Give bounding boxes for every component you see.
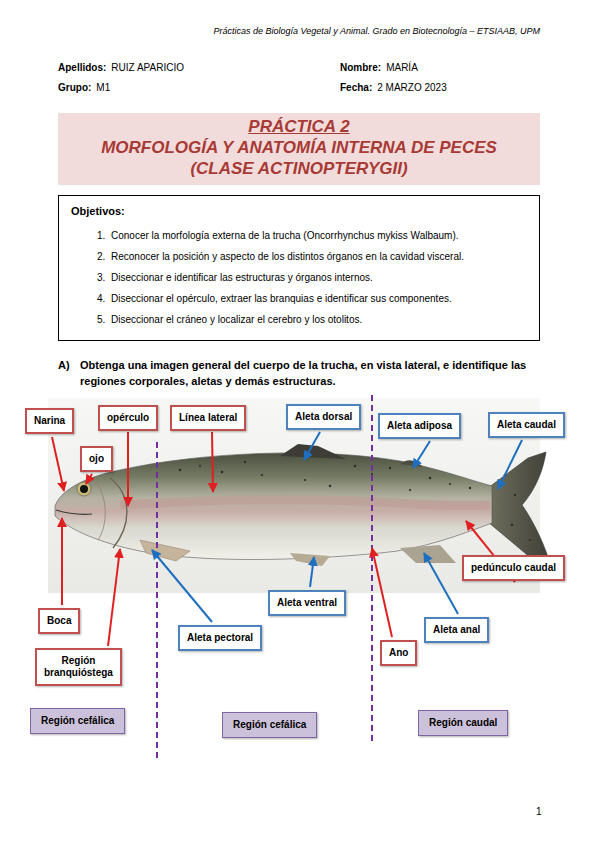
box-heading: Objetivos: [71,204,527,219]
callout-box: Región branquióstega [35,648,122,686]
section-letter: A) [58,357,70,373]
list-item: Diseccionar e identificar las estructura… [111,267,373,288]
field-value: MARÍA [386,62,418,73]
field-name: Nombre: [340,62,381,73]
callout-label: Narina [34,415,65,427]
list-row: 3.Diseccionar e identificar las estructu… [71,267,527,288]
field-value: RUIZ APARICIO [111,62,184,73]
list-number: 5. [97,309,111,330]
list-number: 2. [97,246,111,267]
leader-arrow [152,432,522,622]
callout-label: Aleta pectoral [187,632,253,644]
list-item: Reconocer la posición y aspecto de los d… [111,246,464,267]
region-divider [157,395,372,760]
list-number: 4. [97,288,111,309]
region-box: Región caudal [418,710,508,736]
callout-box: Boca [38,608,80,634]
field-name: Apellidos: [58,62,106,73]
instruction-text: Obtenga una imagen general del cuerpo de… [80,357,538,389]
callout-label: Aleta anal [433,624,480,636]
callout-label: Región cefálica [41,715,114,727]
region-box: Región cefálica [222,712,317,738]
leader-arrow [52,432,515,646]
list-row: 5.Diseccionar el cráneo y localizar el c… [71,309,527,330]
callout-label: opérculo [107,412,149,424]
callout-label: Boca [47,615,71,627]
callout-box: pedúnculo caudal [462,555,565,581]
title-band: PRÁCTICA 2MORFOLOGÍA Y ANATOMÍA INTERNA … [58,113,540,185]
callout-box: Línea lateral [170,405,246,431]
list-number: 3. [97,267,111,288]
field-value: 2 MARZO 2023 [377,82,446,93]
callout-label: pedúnculo caudal [471,562,556,574]
callout-box: ojo [80,446,113,472]
trout-body [55,444,549,566]
callout-box: Ano [380,640,417,666]
page-number: 1 [536,806,542,817]
list-item: Diseccionar el opérculo, extraer las bra… [111,288,452,309]
running-header: Prácticas de Biología Vegetal y Animal. … [213,26,540,36]
callout-box: Aleta caudal [488,412,565,438]
region-box: Región cefálica [30,708,125,734]
callout-label: ojo [89,453,104,465]
field-name: Fecha: [340,82,372,93]
list-item: Diseccionar el cráneo y localizar el cer… [111,309,362,330]
callout-box: Aleta anal [424,617,489,643]
callout-label: Ano [389,647,408,659]
title-text: MORFOLOGÍA Y ANATOMÍA INTERNA DE PECES (… [77,137,522,179]
callout-box: opérculo [98,405,158,431]
callout-label: Aleta dorsal [295,411,352,423]
callout-label: Región caudal [429,717,497,729]
callout-label: Línea lateral [179,412,237,424]
list-number: 1. [97,225,111,246]
title-text: PRÁCTICA 2 [68,116,530,137]
callout-box: Aleta pectoral [178,625,262,651]
list-item: Conocer la morfología externa de la truc… [111,225,459,246]
callout-box: Aleta dorsal [286,404,361,430]
callout-box: Aleta adiposa [378,413,461,439]
callout-label: Región branquióstega [44,655,113,679]
callout-label: Aleta ventral [277,597,337,609]
field-value: M1 [96,82,110,93]
callout-label: Aleta adiposa [387,420,452,432]
field-name: Grupo: [58,82,91,93]
callout-label: Región cefálica [233,719,306,731]
objectives-box: Objetivos: 1.Conocer la morfología extern… [58,195,540,341]
callout-box: Narina [25,408,74,434]
callout-label: Aleta caudal [497,419,556,431]
list-row: 4.Diseccionar el opérculo, extraer las b… [71,288,527,309]
callout-box: Aleta ventral [268,590,346,616]
list-row: 2.Reconocer la posición y aspecto de los… [71,246,527,267]
list-row: 1.Conocer la morfología externa de la tr… [71,225,527,246]
